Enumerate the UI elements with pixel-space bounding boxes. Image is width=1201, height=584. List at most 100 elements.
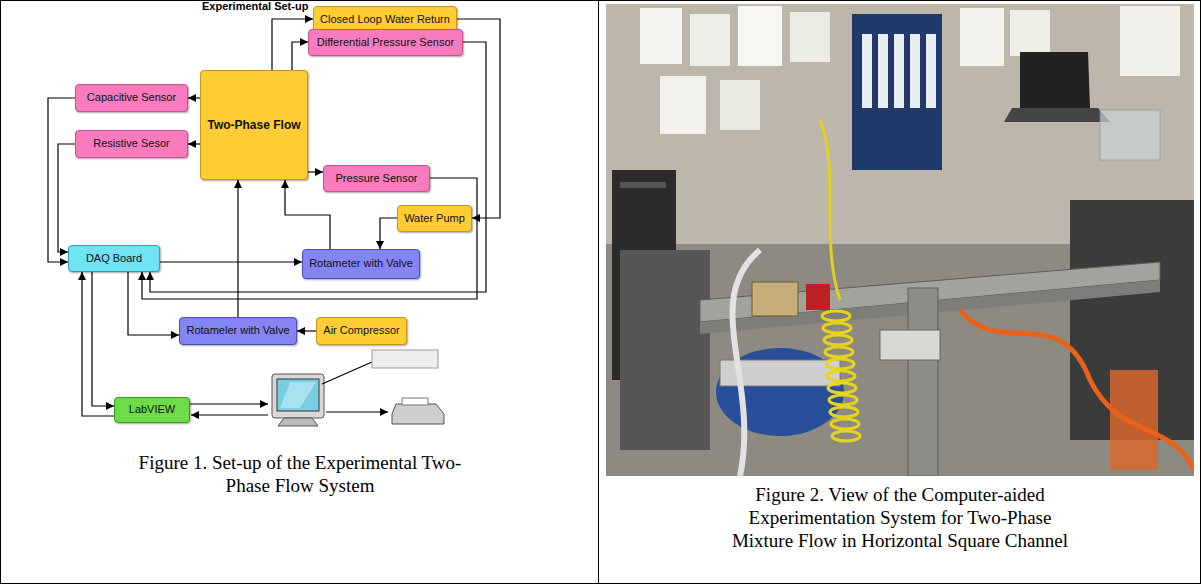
process-box: Pressure Sensor xyxy=(323,165,430,192)
box-label: Water Pump xyxy=(404,212,465,225)
sensor-block xyxy=(806,284,830,310)
box-label: Air Compressor xyxy=(323,324,399,337)
data-line xyxy=(190,403,268,404)
connector-arrow xyxy=(160,261,302,262)
camera-line xyxy=(322,362,372,384)
coil-turn xyxy=(832,431,860,441)
paper-sheet xyxy=(960,8,1004,66)
process-box: Rotameler with Valve xyxy=(179,317,297,345)
box-label: Capacitive Sensor xyxy=(87,91,176,104)
yellow-hose xyxy=(820,120,840,300)
connector-arrow xyxy=(48,98,75,262)
rotameter-tube xyxy=(862,34,872,108)
laptop-base xyxy=(1004,108,1110,122)
box-label: Resistive Sesor xyxy=(93,137,169,150)
yellow-coil xyxy=(822,311,860,441)
support-post xyxy=(908,288,938,476)
process-box: DAQ Board xyxy=(68,245,160,272)
box-label: Rotameler with Valve xyxy=(186,324,289,337)
coil-turn xyxy=(823,323,851,333)
process-box: Water Pump xyxy=(397,205,472,232)
coil-turn xyxy=(822,311,850,321)
laptop-screen xyxy=(1020,52,1090,108)
connector-arrow xyxy=(297,330,316,331)
connector-arrow xyxy=(457,19,500,218)
connector-arrow xyxy=(292,42,308,70)
paper-sheet xyxy=(738,6,782,66)
connector-arrow xyxy=(188,97,200,98)
process-box: Rotameter with Valve xyxy=(302,249,420,279)
coil-turn xyxy=(828,383,856,393)
figure-caption: Figure 2. View of the Computer-aided Exp… xyxy=(719,484,1081,552)
paper-sheet xyxy=(690,14,730,66)
clear-hose xyxy=(733,250,760,476)
printer-line xyxy=(326,411,388,412)
data-line xyxy=(191,414,268,415)
monitor-symbol xyxy=(272,374,324,418)
connector-arrow xyxy=(142,178,477,299)
connector-arrow xyxy=(308,171,323,172)
paper-sheet xyxy=(790,12,830,62)
coil-turn xyxy=(827,371,855,381)
box-label: DAQ Board xyxy=(86,252,142,265)
box-label: Pressure Sensor xyxy=(336,172,418,185)
diagram-title: Experimental Set-up xyxy=(202,0,308,12)
printer-symbol xyxy=(392,404,444,424)
connector-arrow xyxy=(82,272,114,416)
process-box: Capacitive Sensor xyxy=(75,84,188,112)
paper-sheet xyxy=(660,76,706,134)
paper-sheet xyxy=(640,8,682,64)
box-label: LabVIEW xyxy=(129,403,175,416)
orange-tank xyxy=(1110,370,1158,470)
connector-arrow xyxy=(150,42,486,292)
screen-glare xyxy=(280,382,316,408)
process-box: Two-Phase Flow xyxy=(200,70,308,180)
screen-symbol xyxy=(277,379,319,411)
water-tank xyxy=(1100,110,1160,160)
box-label: Rotameter with Valve xyxy=(309,257,413,270)
box-label: Closed Loop Water Return xyxy=(320,13,450,26)
connector-arrow xyxy=(237,180,238,317)
rotameter-tube xyxy=(910,34,920,108)
figure-caption: Figure 1. Set-up of the Experimental Two… xyxy=(125,452,475,498)
lab-photo xyxy=(606,4,1194,476)
connector-arrow xyxy=(92,272,114,406)
paper-sheet xyxy=(1120,6,1180,76)
photo-ground xyxy=(606,4,1194,476)
coil-turn xyxy=(831,419,859,429)
coil-turn xyxy=(825,347,853,357)
process-box: Differential Pressure Sensor xyxy=(308,29,463,56)
rotameter-tube xyxy=(894,34,904,108)
connector-arrow xyxy=(128,272,179,335)
printer-paper xyxy=(402,398,428,405)
process-box: Resistive Sesor xyxy=(75,130,188,158)
process-box: Air Compressor xyxy=(316,317,407,345)
test-section xyxy=(752,282,798,316)
computer-icons xyxy=(190,350,444,426)
connector-arrow xyxy=(58,144,75,252)
box-label: Differential Pressure Sensor xyxy=(317,36,454,49)
coil-turn xyxy=(830,407,858,417)
rotameter-tube xyxy=(878,34,888,108)
connector-arrow xyxy=(272,19,313,70)
box-label: Two-Phase Flow xyxy=(207,118,300,132)
coil-turn xyxy=(826,359,854,369)
connector-arrow xyxy=(188,143,200,144)
process-box: LabVIEW xyxy=(114,397,190,423)
instrument-unit xyxy=(880,330,940,360)
rotameter-tube xyxy=(926,34,936,108)
rotameter-panel xyxy=(852,14,942,170)
monitor-base xyxy=(278,418,318,426)
pc-drive xyxy=(620,182,666,188)
camera-symbol xyxy=(372,350,438,368)
instrument-cart xyxy=(620,250,710,450)
paper-sheet xyxy=(720,80,760,130)
paper-sheet xyxy=(1010,10,1050,56)
connector-arrow xyxy=(380,218,397,249)
coil-turn xyxy=(829,395,857,405)
frame-divider xyxy=(598,0,599,584)
coil-turn xyxy=(824,335,852,345)
